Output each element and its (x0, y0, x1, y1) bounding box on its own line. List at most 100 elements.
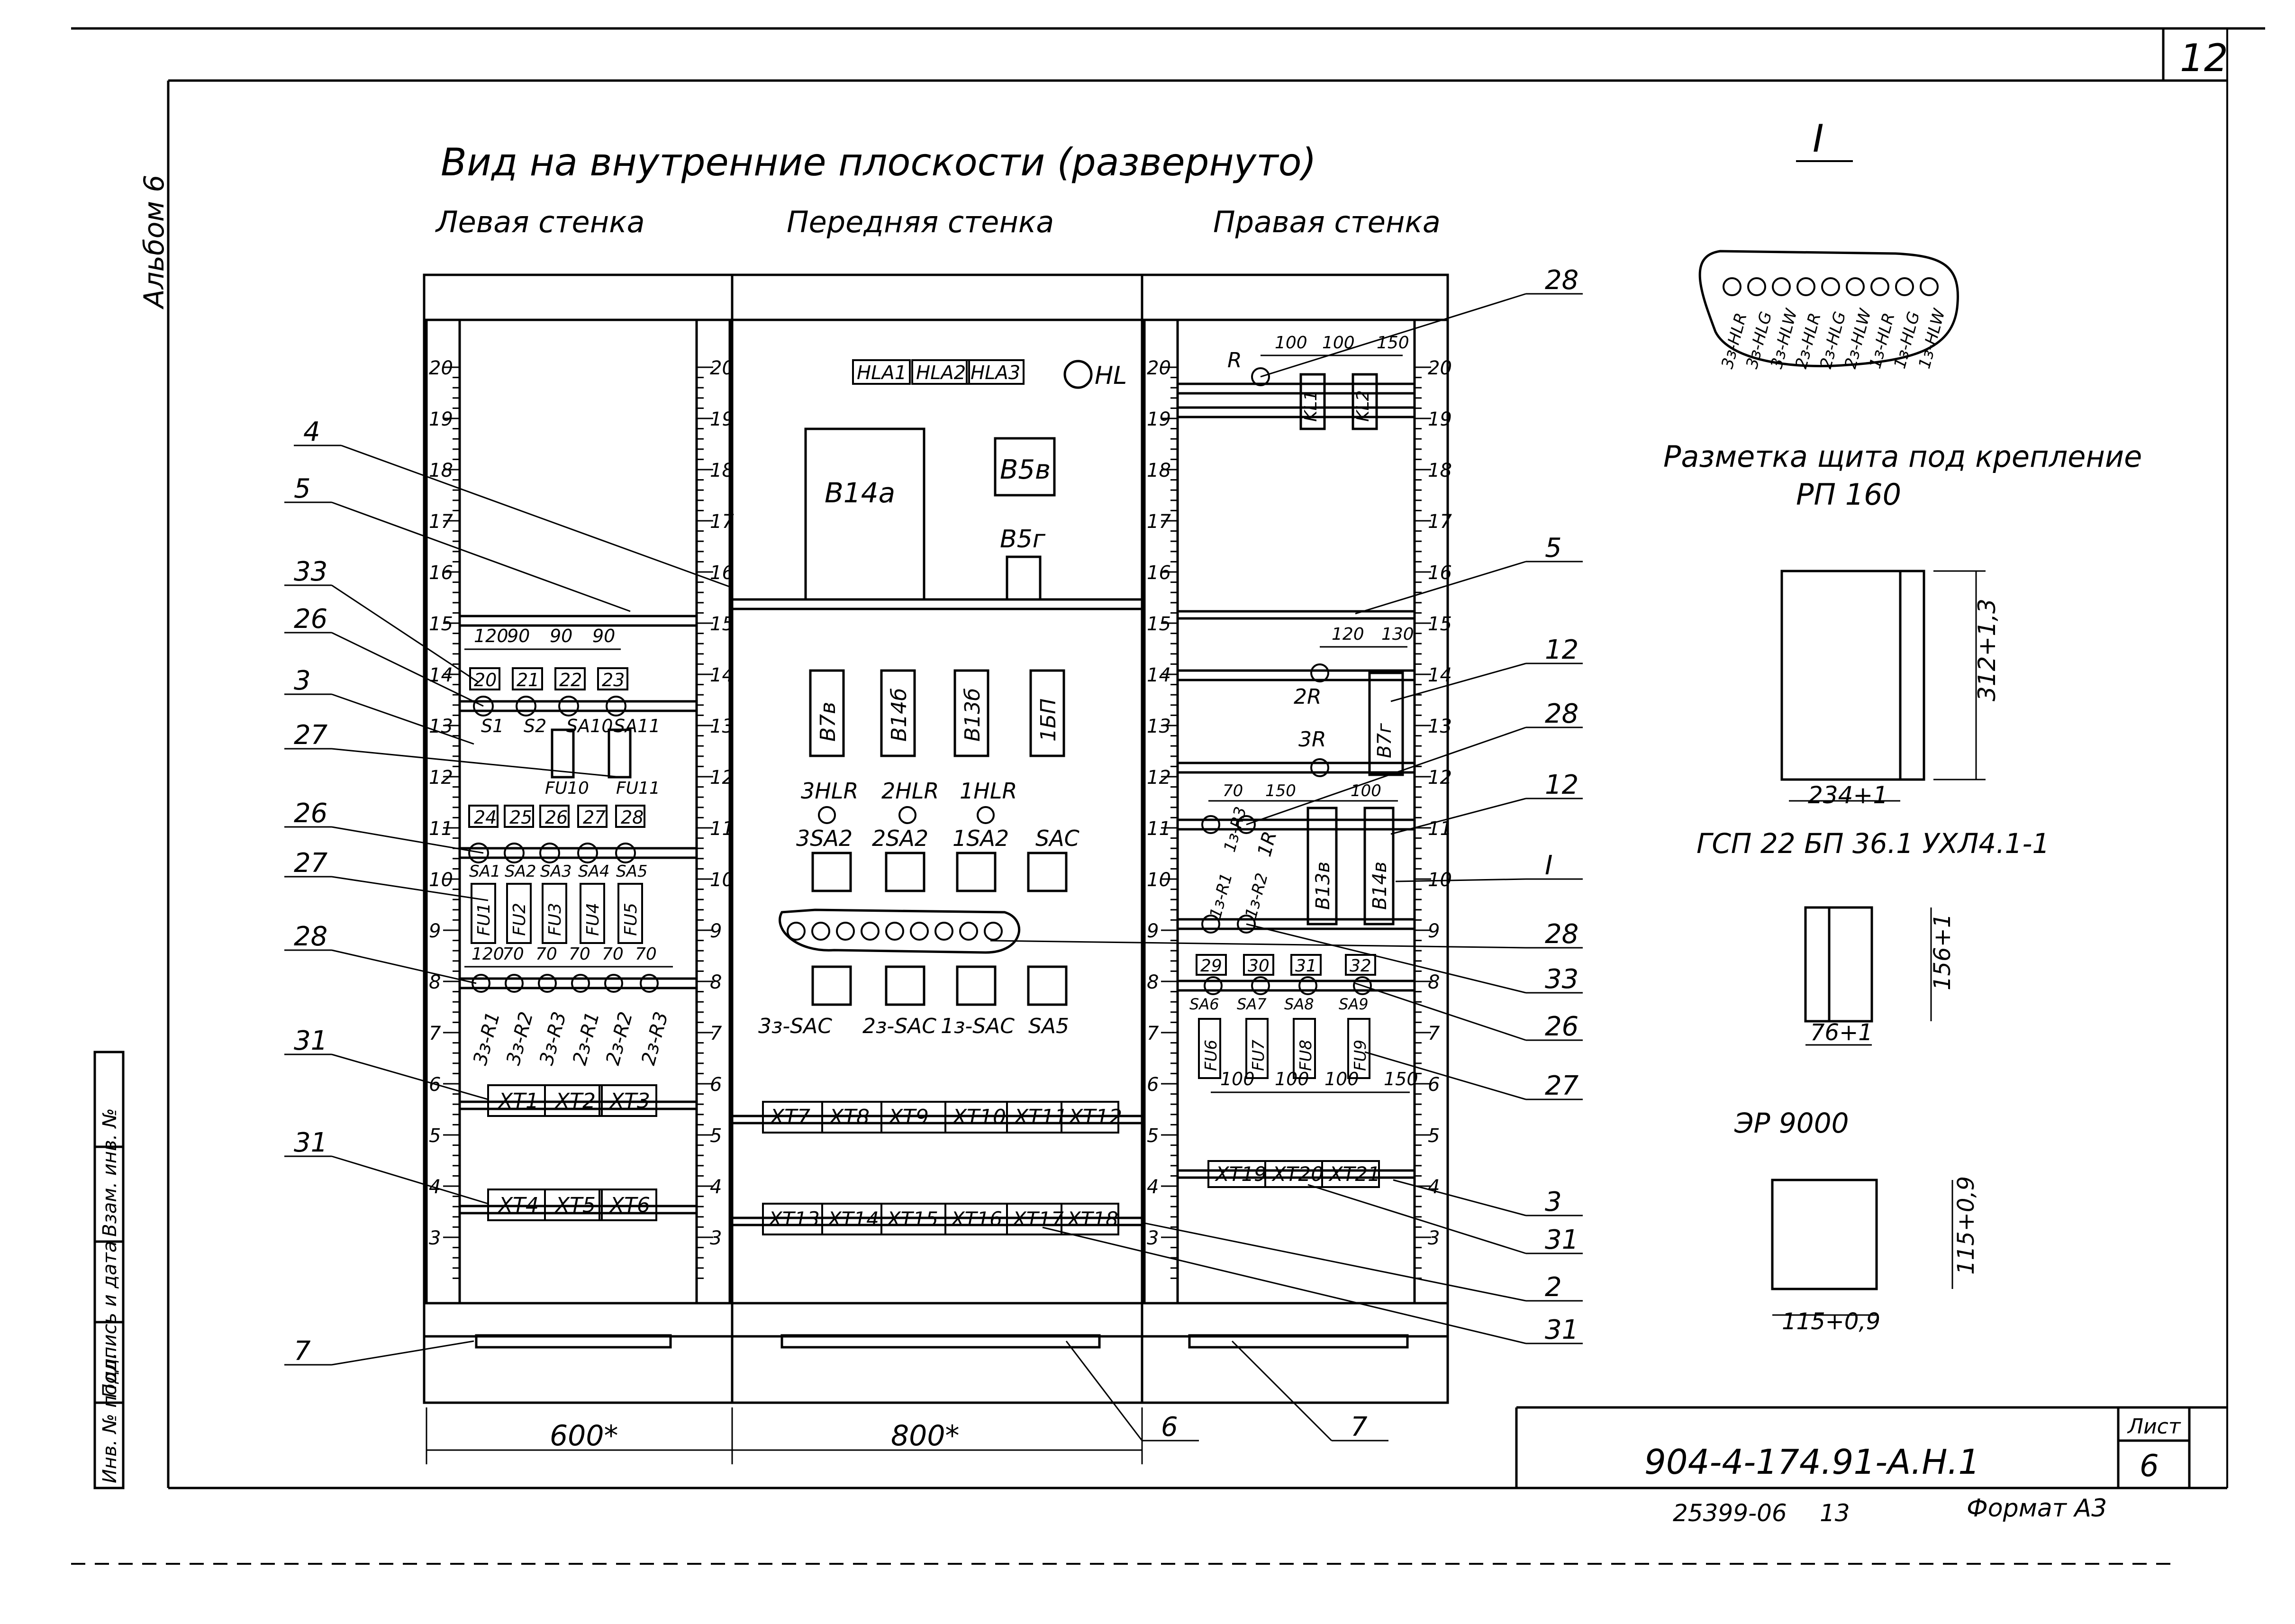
callout-number: 27 (294, 720, 328, 751)
resistor-circle (1237, 815, 1256, 834)
terminal-block (599, 1189, 657, 1221)
callout-leader (331, 1053, 489, 1100)
callout-number: 28 (1545, 919, 1578, 950)
lamp-box (966, 359, 1025, 385)
terminal-block-label: XT14 (827, 1207, 879, 1231)
sa-label: 2SA2 (872, 826, 928, 851)
rail-tick-label: 8 (1428, 971, 1440, 993)
rail-tick-label: 18 (429, 460, 453, 481)
rail-tick-label: 7 (1147, 1023, 1159, 1044)
lamp-box (911, 359, 970, 385)
switch-circle (516, 696, 536, 717)
callout-leader (1390, 798, 1526, 835)
led-circle (910, 922, 929, 941)
sac-label: 3з-SAC (758, 1014, 832, 1038)
fuse-label: FU3 (545, 903, 565, 936)
led-circle (787, 922, 806, 941)
switch-label: SA9 (1339, 995, 1369, 1013)
terminal-block-label: XT15 (886, 1207, 938, 1231)
switch-label: SA11 (614, 716, 660, 736)
callout-number: 5 (1545, 533, 1562, 563)
callout-leader (331, 748, 621, 778)
terminal-block-label: XT21 (1328, 1162, 1380, 1186)
rail-tick-label: 16 (429, 562, 453, 584)
cutout3-height: 115+0,9 (1953, 1176, 1979, 1275)
rail-tick-label: 14 (710, 664, 734, 686)
rail-tick-label: 4 (1428, 1176, 1440, 1198)
callout-number: 26 (294, 604, 327, 635)
terminal-box (539, 805, 570, 828)
device-label: В13в (1312, 862, 1334, 910)
fuse-block (471, 883, 496, 944)
dimension-label: 100 (1324, 1069, 1359, 1089)
indicator-circle (977, 806, 995, 824)
detail-heading-2: РП 160 (1796, 477, 1901, 512)
switch-circle (539, 843, 560, 863)
callout-leader (1395, 878, 1526, 882)
fuse-block (542, 883, 567, 944)
rail-tick-label: 17 (429, 511, 453, 533)
r-label: 2R (1294, 685, 1322, 709)
rail-tick-label: 14 (1147, 664, 1171, 686)
callout-number: 26 (1545, 1011, 1578, 1042)
detail-led-circle (1796, 277, 1815, 296)
block-b5v: В5в (1000, 454, 1051, 485)
terminal-block-label: XT13 (768, 1207, 820, 1231)
switch-circle (1251, 976, 1270, 995)
r-label: R (1227, 348, 1242, 372)
rail-tick-label: 18 (710, 460, 734, 481)
rail-tick-label: 20 (429, 357, 453, 379)
switch-circle (577, 843, 598, 863)
dimension-label: 70 (602, 944, 624, 964)
terminal-block-label: XT6 (609, 1193, 650, 1217)
terminal-box (504, 805, 534, 828)
dimension-label: 130 (1381, 625, 1414, 644)
dim-800: 800* (891, 1419, 960, 1452)
hlr-label: 1HLR (960, 778, 1017, 804)
dimension-label: 120 (1332, 625, 1364, 644)
switch-label: SA8 (1284, 995, 1314, 1013)
rail-tick-label: 17 (1428, 511, 1452, 533)
rail-tick-label: 11 (429, 818, 453, 840)
rail-tick-label: 15 (710, 613, 734, 635)
switch-label: SA7 (1237, 995, 1267, 1013)
switch-label: SA10 (566, 716, 613, 736)
device3-label: ЭР 9000 (1734, 1107, 1849, 1139)
rail-tick-label: 12 (710, 767, 734, 789)
rail-tick-label: 18 (1147, 460, 1171, 481)
sac-label: 1з-SAC (941, 1014, 1015, 1038)
switch-circle (606, 696, 626, 717)
rail-tick-label: 19 (1147, 408, 1171, 430)
rail-tick-label: 13 (1147, 716, 1171, 737)
album-label: Альбом 6 (138, 175, 170, 310)
callout-number: 2 (1545, 1272, 1562, 1303)
dimension-label: 90 (550, 626, 572, 646)
callout-leader (331, 949, 477, 984)
callout-leader (331, 693, 474, 745)
rail-tick-label: 16 (1147, 562, 1171, 584)
terminal-box-label: 25 (509, 807, 532, 828)
rail-tick-label: 10 (1147, 869, 1171, 891)
callout-leader (331, 1340, 474, 1366)
sac-label: SA5 (1028, 1014, 1069, 1038)
fuse-label: FU4 (583, 903, 603, 936)
stamp-podpis: Подпись и дата (99, 1241, 121, 1398)
callout-number: 28 (1545, 265, 1578, 296)
led-circle (836, 922, 855, 941)
rail-tick-label: 17 (710, 511, 734, 533)
callout-number: 7 (1351, 1412, 1368, 1443)
sa-label: SAC (1035, 826, 1079, 851)
terminal-box-label: 24 (474, 807, 497, 828)
terminal-box (1196, 954, 1227, 976)
wall-front-title: Передняя стенка (787, 205, 1054, 239)
inventory-number: 25399-06 (1673, 1499, 1787, 1527)
callout-leader (1246, 923, 1526, 994)
main-title: Вид на внутренние плоскости (развернуто) (441, 140, 1316, 184)
callout-number: 28 (294, 921, 327, 952)
dimension-label: 90 (507, 626, 530, 646)
resistor-circle (1201, 915, 1220, 934)
rail-tick-label: 4 (710, 1176, 722, 1198)
rail-tick-label: 3 (710, 1227, 722, 1249)
rail-tick-label: 9 (429, 920, 441, 942)
resistor-circle (472, 974, 490, 993)
